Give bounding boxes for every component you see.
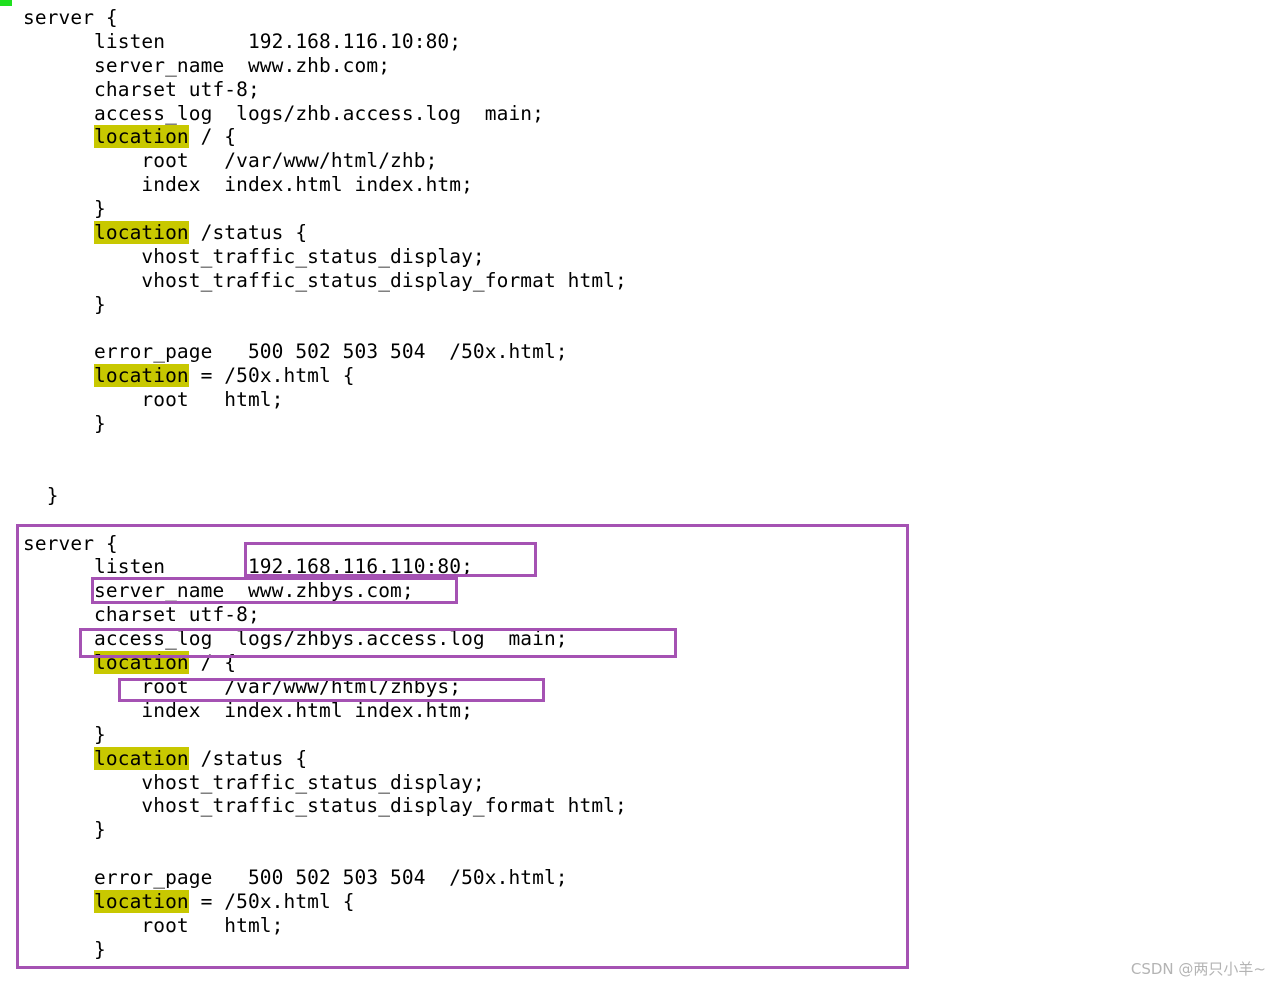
- code-line: }: [23, 197, 627, 221]
- code-text: listen 192.168.116.10:80;: [94, 29, 462, 53]
- code-line: server_name www.zhb.com;: [23, 54, 627, 78]
- code-line: [23, 460, 627, 484]
- code-line: root /var/www/html/zhb;: [23, 149, 627, 173]
- code-line: access_log logs/zhbys.access.log main;: [23, 627, 627, 651]
- code-line: server {: [23, 532, 627, 556]
- code-line: }: [23, 818, 627, 842]
- location-keyword: location: [94, 364, 189, 388]
- code-text: charset utf-8;: [94, 77, 260, 101]
- code-line: location = /50x.html {: [23, 364, 627, 388]
- code-text: charset utf-8;: [94, 603, 260, 627]
- code-line: listen 192.168.116.10:80;: [23, 30, 627, 54]
- code-line: vhost_traffic_status_display;: [23, 245, 627, 269]
- code-line: listen 192.168.116.110:80;: [23, 555, 627, 579]
- code-text: listen 192.168.116.110:80;: [94, 555, 473, 579]
- location-keyword: location: [94, 221, 189, 245]
- code-line: vhost_traffic_status_display;: [23, 771, 627, 795]
- code-line: charset utf-8;: [23, 603, 627, 627]
- watermark: CSDN @两只小羊~: [1130, 960, 1266, 978]
- code-line: location / {: [23, 125, 627, 149]
- code-text: error_page 500 502 503 504 /50x.html;: [94, 866, 568, 890]
- code-text: vhost_traffic_status_display;: [141, 770, 485, 794]
- location-keyword: location: [94, 651, 189, 675]
- code-line: }: [23, 412, 627, 436]
- code-text: server {: [23, 531, 118, 555]
- code-line: server_name www.zhbys.com;: [23, 579, 627, 603]
- code-line: error_page 500 502 503 504 /50x.html;: [23, 866, 627, 890]
- code-text: server_name www.zhb.com;: [94, 53, 391, 77]
- code-line: index index.html index.htm;: [23, 699, 627, 723]
- code-text: root /var/www/html/zhbys;: [141, 674, 462, 698]
- code-line: location /status {: [23, 746, 627, 771]
- code-text: }: [94, 292, 106, 316]
- code-text: server {: [23, 6, 118, 29]
- code-line: [23, 317, 627, 341]
- code-text: /status {: [188, 221, 308, 245]
- code-line: index index.html index.htm;: [23, 173, 627, 197]
- code-text: index index.html index.htm;: [141, 173, 473, 197]
- code-text: / {: [188, 125, 237, 149]
- code-line: vhost_traffic_status_display_format html…: [23, 269, 627, 293]
- code-text: }: [94, 197, 106, 221]
- code-text: index index.html index.htm;: [141, 698, 473, 722]
- code-line: }: [23, 938, 627, 962]
- code-line: vhost_traffic_status_display_format html…: [23, 794, 627, 818]
- location-keyword: location: [94, 889, 189, 913]
- code-line: error_page 500 502 503 504 /50x.html;: [23, 340, 627, 364]
- code-text: /status {: [188, 746, 308, 770]
- code-text: root html;: [141, 388, 284, 412]
- code-text: }: [94, 818, 106, 842]
- code-line: access_log logs/zhb.access.log main;: [23, 102, 627, 126]
- location-keyword: location: [94, 125, 189, 149]
- code-line: root html;: [23, 388, 627, 412]
- code-line: [23, 436, 627, 460]
- location-keyword: location: [94, 746, 189, 770]
- code-line: }: [23, 723, 627, 747]
- code-line: }: [23, 293, 627, 317]
- code-line: charset utf-8;: [23, 78, 627, 102]
- code-text: vhost_traffic_status_display_format html…: [141, 794, 627, 818]
- code-line: location / {: [23, 651, 627, 675]
- code-text: vhost_traffic_status_display;: [141, 244, 485, 268]
- code-line: }: [23, 484, 627, 508]
- code-text: = /50x.html {: [188, 364, 355, 388]
- code-text: vhost_traffic_status_display_format html…: [141, 268, 627, 292]
- code-text: }: [94, 412, 106, 436]
- code-text: }: [94, 937, 106, 961]
- code-text: / {: [188, 651, 237, 675]
- code-text: server_name www.zhbys.com;: [94, 579, 414, 603]
- code-text: }: [46, 483, 59, 507]
- code-line: server {: [23, 6, 627, 30]
- code-text: error_page 500 502 503 504 /50x.html;: [94, 340, 568, 364]
- code-text: root /var/www/html/zhb;: [141, 149, 438, 173]
- cursor-indicator: [0, 0, 12, 6]
- code-line: [23, 508, 627, 532]
- code-text: access_log logs/zhbys.access.log main;: [94, 627, 568, 651]
- code-line: [23, 842, 627, 866]
- code-line: root html;: [23, 914, 627, 938]
- code-text: }: [94, 722, 106, 746]
- code-text: access_log logs/zhb.access.log main;: [94, 101, 544, 125]
- code-editor[interactable]: server { listen 192.168.116.10:80; serve…: [23, 6, 627, 962]
- code-text: root html;: [141, 913, 284, 937]
- code-line: location /status {: [23, 221, 627, 245]
- code-text: = /50x.html {: [188, 889, 355, 913]
- code-line: root /var/www/html/zhbys;: [23, 675, 627, 699]
- code-line: location = /50x.html {: [23, 889, 627, 914]
